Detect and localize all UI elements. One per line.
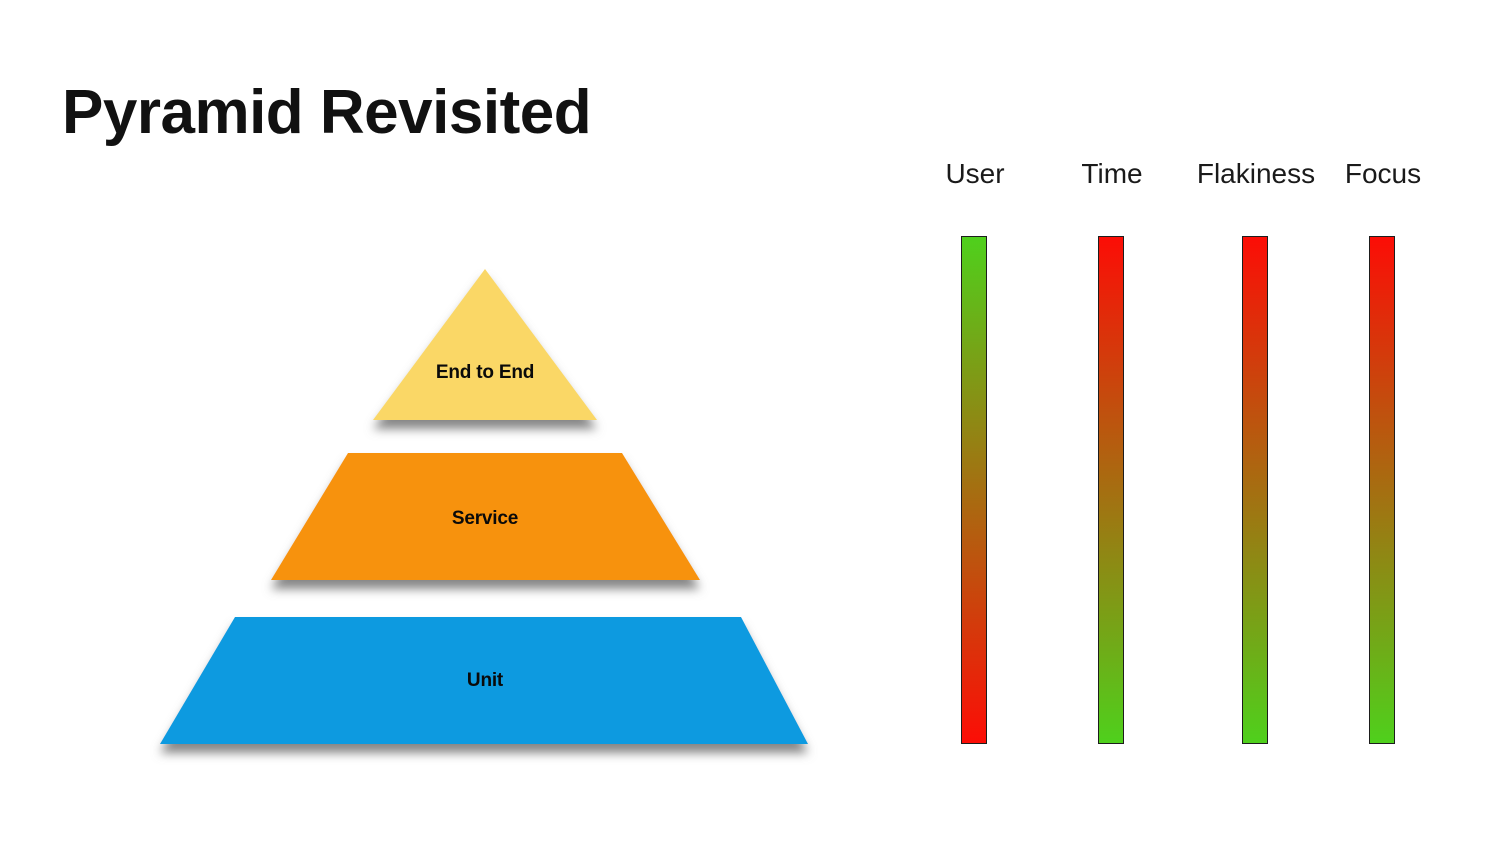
gradient-bar-flakiness[interactable] <box>1242 236 1268 744</box>
pyramid-tier-label-service: Service <box>451 508 519 529</box>
pyramid-svg <box>160 269 808 744</box>
bar-label-user: User <box>945 158 1005 189</box>
pyramid-tier-service[interactable] <box>271 453 700 580</box>
test-pyramid-diagram: End to End Service Unit <box>140 250 840 790</box>
gradient-bar-focus[interactable] <box>1369 236 1395 744</box>
pyramid-tier-label-end-to-end: End to End <box>435 362 535 383</box>
bar-label-flakiness: Flakiness <box>1196 158 1316 189</box>
pyramid-tier-end-to-end[interactable] <box>373 269 597 420</box>
gradient-bar-time[interactable] <box>1098 236 1124 744</box>
pyramid-tier-unit[interactable] <box>160 617 808 744</box>
gradient-bar-user[interactable] <box>961 236 987 744</box>
bar-label-time: Time <box>1081 158 1143 189</box>
pyramid-tier-label-unit: Unit <box>466 670 504 691</box>
bar-label-focus: Focus <box>1344 158 1422 189</box>
gradient-bar-chart: User Time Flakiness Focus <box>900 160 1460 760</box>
page-title: Pyramid Revisited <box>62 78 592 147</box>
